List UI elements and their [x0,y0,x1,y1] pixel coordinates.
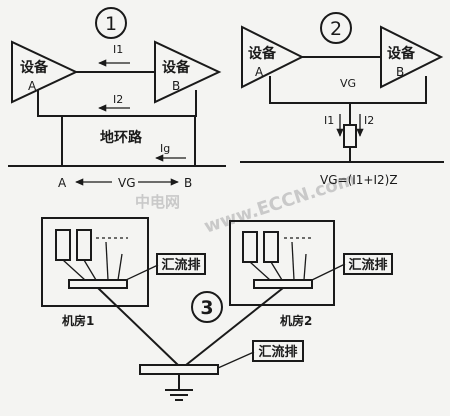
main-busbar [139,364,219,375]
main-busbar-label: 汇流排 [258,344,297,360]
room-2-lead-4 [303,253,307,281]
current-ig-label: Ig [160,142,170,155]
room-2-ground-conductor [185,287,284,366]
figure-3-number: 3 [200,297,213,319]
room-2-cabinet-2 [263,231,279,263]
watermark-cn: 中电网 [135,193,180,211]
room-2-lead-3 [291,241,295,281]
room-1-busbar [68,279,128,289]
ground-impedance-z [343,124,357,148]
room-2-lead-2 [270,261,283,281]
figure-1: 1 设备 A 设备 B I1 I2 地环路 Ig A VG B [8,7,226,190]
figure-1-number: 1 [105,13,117,35]
device-b-name: 设备 [387,45,416,62]
figure-2: 2 设备 A 设备 B VG I1 I2 VG=(I1+I2)Z [240,12,444,187]
room-1-busbar-label-box [156,253,206,275]
room-2-label: 机房2 [280,313,312,328]
room-1-lead-1 [62,259,86,281]
room-2-cabinet-1 [242,231,258,263]
current-i1-label: I1 [324,114,334,127]
device-b-letter: B [172,79,180,93]
return-line [269,76,427,104]
room-1-cabinet-1 [55,229,71,261]
figure-2-number: 2 [330,18,342,40]
room-1-busbar-callout [125,264,159,281]
device-a-letter: A [28,79,37,93]
room-2-busbar [253,279,313,289]
room-2-busbar-label: 汇流排 [348,257,387,273]
current-i2-label: I2 [364,114,374,127]
point-b-label: B [184,176,192,190]
device-a-letter: A [255,65,264,79]
room-1-busbar-label: 汇流排 [161,257,200,273]
point-a-label: A [58,176,67,190]
device-b-name: 设备 [162,59,191,76]
current-i1-label: I1 [113,43,123,56]
room-2-enclosure [229,220,335,306]
return-line [37,90,197,117]
figure-3-number-circle [191,291,223,323]
room-1-enclosure [41,217,149,307]
current-i2-label: I2 [113,93,123,106]
main-busbar-callout [217,351,255,369]
device-a-symbol [241,25,305,89]
room-1-lead-2 [83,259,97,281]
device-a-symbol [11,40,79,104]
room-2-lead-1 [249,261,271,281]
device-a-name: 设备 [248,45,277,62]
room-1-lead-3 [105,241,109,281]
room-1-lead-4 [117,253,123,281]
figure-3: 3 汇流排 机房1 汇流排 机房2 [41,217,393,401]
device-b-letter: B [396,65,404,79]
voltage-label: VG [340,77,356,90]
room-1-ground-conductor [97,287,179,366]
room-2-busbar-callout [311,263,346,281]
main-busbar-label-box [252,340,304,362]
room-2-busbar-label-box [343,253,393,275]
ground-loop-label: 地环路 [100,129,143,146]
device-a-name: 设备 [20,59,49,76]
figure-1-number-circle [95,7,127,39]
voltage-label: VG [118,176,136,190]
room-1-cabinet-2 [76,229,92,261]
equation: VG=(I1+I2)Z [320,173,398,187]
figure-2-number-circle [320,12,352,44]
room-1-label: 机房1 [62,313,94,328]
